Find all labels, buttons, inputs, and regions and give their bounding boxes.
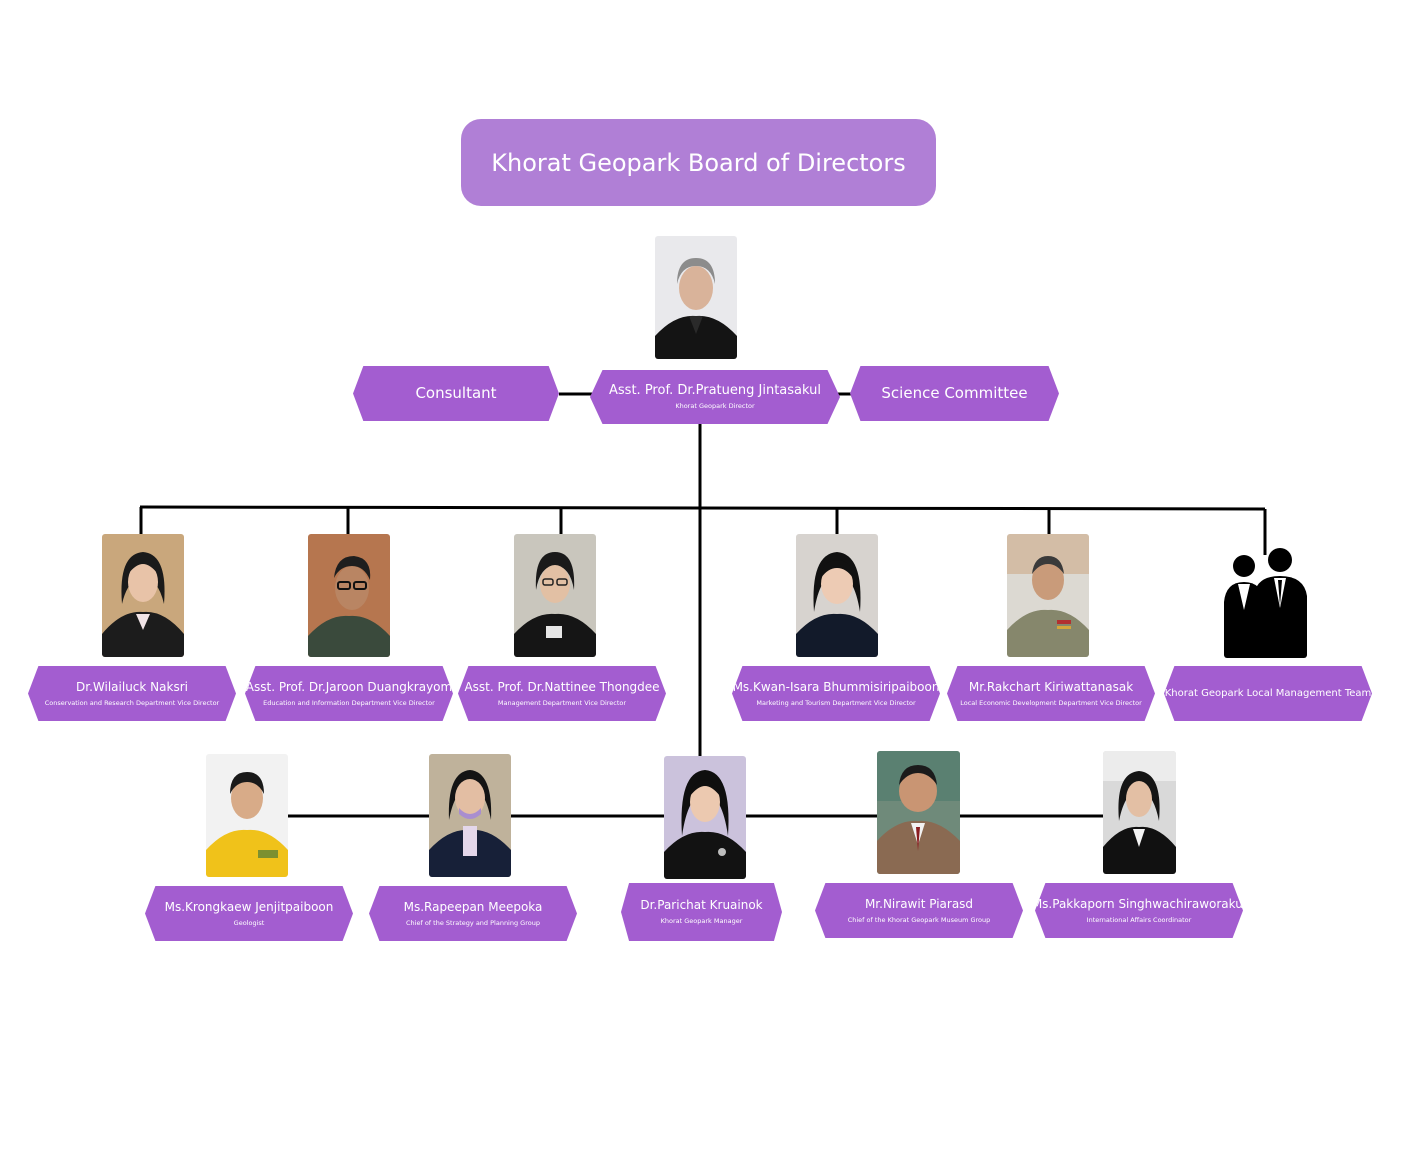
staff-role-4: Chief of the Khorat Geopark Museum Group xyxy=(847,915,991,924)
vice-director-photo-3 xyxy=(514,534,596,657)
consultant-label: Consultant xyxy=(415,384,497,402)
vice-director-role-1: Conservation and Research Department Vic… xyxy=(44,698,220,707)
vice-director-photo-5 xyxy=(1007,534,1089,657)
staff-box-2: Ms.Rapeepan Meepoka Chief of the Strateg… xyxy=(369,886,577,941)
staff-photo-4 xyxy=(877,751,960,874)
staff-role-5: International Affairs Coordinator xyxy=(1086,915,1192,924)
vice-director-photo-4 xyxy=(796,534,878,657)
vice-director-box-4: Ms.Kwan-Isara Bhummisiripaiboon Marketin… xyxy=(732,666,940,721)
director-name: Asst. Prof. Dr.Pratueng Jintasakul xyxy=(609,383,821,398)
staff-name-4: Mr.Nirawit Piarasd xyxy=(864,896,974,911)
vice-director-role-2: Education and Information Department Vic… xyxy=(263,698,435,707)
vice-director-box-2: Asst. Prof. Dr.Jaroon Duangkrayom Educat… xyxy=(245,666,453,721)
vice-director-box-3: Asst. Prof. Dr.Nattinee Thongdee Managem… xyxy=(458,666,666,721)
staff-name-3: Dr.Parichat Kruainok xyxy=(640,898,763,912)
team-photo xyxy=(1224,546,1307,658)
staff-box-5: Ms.Pakkaporn Singhwachiraworakul Interna… xyxy=(1035,883,1243,938)
staff-photo-5 xyxy=(1103,751,1176,874)
staff-box-4: Mr.Nirawit Piarasd Chief of the Khorat G… xyxy=(815,883,1023,938)
two-people-silhouette-icon xyxy=(1224,548,1307,658)
staff-photo-2 xyxy=(429,754,511,877)
chart-title-text: Khorat Geopark Board of Directors xyxy=(491,148,906,177)
vice-director-photo-1 xyxy=(102,534,184,657)
vice-director-name-3: Asst. Prof. Dr.Nattinee Thongdee xyxy=(464,679,660,694)
vice-director-name-6: Khorat Geopark Local Management Team xyxy=(1164,688,1372,699)
science-committee-label: Science Committee xyxy=(881,384,1028,402)
staff-photo-1 xyxy=(206,754,288,877)
consultant-box: Consultant xyxy=(353,366,559,421)
vice-director-name-1: Dr.Wilailuck Naksri xyxy=(76,679,188,694)
director-photo xyxy=(655,236,737,359)
science-committee-box: Science Committee xyxy=(850,366,1059,421)
staff-name-2: Ms.Rapeepan Meepoka xyxy=(403,899,543,914)
vice-director-name-4: Ms.Kwan-Isara Bhummisiripaiboon xyxy=(732,679,940,694)
staff-name-1: Ms.Krongkaew Jenjitpaiboon xyxy=(164,899,334,914)
staff-photo-3 xyxy=(664,756,746,879)
staff-role-2: Chief of the Strategy and Planning Group xyxy=(406,918,540,927)
chart-title: Khorat Geopark Board of Directors xyxy=(461,119,936,206)
vice-director-role-4: Marketing and Tourism Department Vice Di… xyxy=(756,698,916,707)
vice-director-name-2: Asst. Prof. Dr.Jaroon Duangkrayom xyxy=(245,679,453,694)
staff-box-3: Dr.Parichat Kruainok Khorat Geopark Mana… xyxy=(621,883,782,941)
vice-director-name-5: Mr.Rakchart Kiriwattanasak xyxy=(968,679,1134,694)
staff-role-3: Khorat Geopark Manager xyxy=(660,917,743,925)
director-role: Khorat Geopark Director xyxy=(675,402,755,410)
connector-vice-bus xyxy=(139,505,1266,511)
vice-director-role-5: Local Economic Development Department Vi… xyxy=(960,698,1142,707)
staff-box-1: Ms.Krongkaew Jenjitpaiboon Geologist xyxy=(145,886,353,941)
vice-director-photo-2 xyxy=(308,534,390,657)
staff-name-5: Ms.Pakkaporn Singhwachiraworakul xyxy=(1031,896,1247,911)
vice-director-box-6: Khorat Geopark Local Management Team xyxy=(1164,666,1372,721)
director-box: Asst. Prof. Dr.Pratueng Jintasakul Khora… xyxy=(590,370,840,424)
staff-role-1: Geologist xyxy=(233,918,265,927)
vice-director-box-1: Dr.Wilailuck Naksri Conservation and Res… xyxy=(28,666,236,721)
vice-director-box-5: Mr.Rakchart Kiriwattanasak Local Economi… xyxy=(947,666,1155,721)
vice-director-role-3: Management Department Vice Director xyxy=(497,698,627,707)
